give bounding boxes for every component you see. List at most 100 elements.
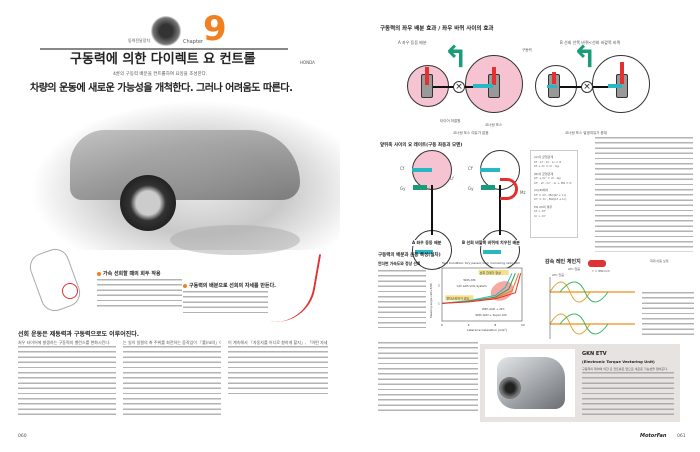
title-tag: HONDA bbox=[300, 60, 315, 65]
label-mz: Mz bbox=[520, 190, 526, 195]
header-rule bbox=[40, 48, 288, 50]
equation-line: Cr' = Cr - Mz/(Lf + Lr) bbox=[534, 197, 567, 201]
diag2-a-caption: A 좌우 등등 배분 bbox=[412, 240, 442, 246]
headline: 차량의 운동에 새로운 가능성을 개척한다. 그러나 어려움도 따른다. bbox=[30, 83, 293, 94]
gkn-title: GKN ETV bbox=[582, 351, 607, 357]
caption-a: 코너링 포스 여유가 없음 bbox=[453, 131, 489, 135]
driving-force-arrow bbox=[425, 67, 429, 85]
annotation-box bbox=[478, 270, 509, 275]
chart-subtitle: 언더펀 가속도와 정상 선회 bbox=[378, 261, 421, 266]
gkn-sidebar: GKN ETV (Electronic Torque Vectoring Uni… bbox=[480, 344, 680, 422]
y-tick-label: 2 bbox=[438, 284, 440, 288]
column-1-text bbox=[18, 346, 116, 416]
caption-1-title: 가속 선회할 때의 회두 작용 bbox=[103, 271, 161, 277]
driving-force-arrow bbox=[620, 62, 624, 84]
gkn-text-first-line: 구동력의 제어에 의한 요 컨트롤은 앞으로 새로운 가능성을 열어준다. bbox=[582, 367, 668, 371]
chart-annotation: 선회 한계가 향상 bbox=[480, 270, 501, 275]
column-3-text bbox=[228, 346, 328, 394]
wheel-highlight-circle bbox=[62, 283, 78, 299]
label-gy-b: Gy bbox=[468, 186, 474, 191]
equation-line: (A)(B)에서 bbox=[534, 188, 549, 192]
car-icon bbox=[588, 260, 606, 267]
chart-title: 구동력의 배분과 운동 특성(실차) bbox=[378, 253, 441, 258]
engine-image bbox=[150, 16, 182, 46]
x-tick-label: 4 bbox=[468, 323, 470, 327]
x-tick-label: 12 bbox=[521, 323, 525, 327]
bullet-icon bbox=[97, 272, 101, 276]
x-tick-label: 8 bbox=[494, 323, 496, 327]
column-3-first-line: 이 계속해서 「자동차를 어디로 향하게 할지」, 「어떤 자세」 bbox=[228, 340, 328, 345]
page-number: 061 bbox=[677, 434, 686, 439]
diag-b-label: B 선회 안쪽 바퀴<선회 바깥쪽 바퀴 bbox=[560, 40, 621, 45]
differential-icon: × bbox=[581, 81, 593, 93]
y-tick-label: 3 bbox=[438, 266, 440, 270]
gkn-unit-flange bbox=[499, 377, 521, 399]
car-road-shadow bbox=[170, 225, 300, 255]
chart-title: Test Condition: Dry paved road, Cornerin… bbox=[441, 261, 520, 265]
y-tick-label: 1 bbox=[438, 301, 440, 305]
label-cf: Cf bbox=[400, 166, 405, 171]
footer-brand: MotorFan bbox=[640, 433, 667, 439]
label-tire-friction: 타이어 마찰원 bbox=[440, 119, 461, 123]
vehicle-axis-b bbox=[499, 185, 501, 235]
cornering-force-arrow bbox=[480, 168, 500, 172]
improvement-region bbox=[490, 281, 514, 301]
label-driving-force: 구동력 bbox=[522, 48, 532, 52]
series-line-3 bbox=[441, 273, 522, 304]
column-2-first-line: 는 일이 일렬의 축 주위를 회전하는 움직임이 「롤(roll)」이고 bbox=[123, 340, 221, 345]
lane-label-atc-on: ATC 있음 bbox=[552, 273, 565, 277]
chart-annotation: 언더스티어가 감소 bbox=[446, 295, 469, 300]
caption-b: 코너링 포스 발생여유가 증대 bbox=[565, 131, 607, 135]
lane-label-max: 최대 이동 보정 bbox=[650, 259, 669, 263]
caption-2-title: 구동력의 배분으로 선회의 자세를 만든다. bbox=[189, 283, 277, 289]
diagram-title: 구동력의 좌우 배분 효과 / 좌우 바퀴 사이의 효과 bbox=[380, 26, 494, 32]
cornering-force-arrow bbox=[483, 250, 501, 254]
equation-line: Cf' · Lf - Cr' · Lr + Mz = 0 bbox=[534, 180, 572, 185]
gy-arrow bbox=[413, 185, 427, 190]
cornering-force-arrow bbox=[608, 84, 622, 88]
chapter-number: 9 bbox=[203, 9, 227, 49]
cornering-force-arrow bbox=[412, 168, 432, 172]
driving-force-arrow bbox=[552, 72, 556, 84]
yaw-moment-arrow bbox=[500, 178, 518, 200]
right-column-text bbox=[595, 137, 693, 252]
vehicle-axis-a bbox=[431, 185, 433, 235]
car-body bbox=[70, 130, 300, 200]
lane-change-title: 감속 레인 체인지 bbox=[545, 259, 581, 265]
cornering-force-arrow bbox=[415, 250, 433, 254]
equation-line: (A)의 균형관계 bbox=[534, 155, 554, 159]
cornering-force-arrow bbox=[473, 84, 493, 88]
lane-change-text bbox=[642, 292, 694, 337]
equation-line: Cr > Cr' bbox=[534, 213, 546, 218]
equation-line: Cf · Lf - Cr · Lr = 0 bbox=[534, 159, 562, 164]
driving-force-arrow bbox=[492, 67, 496, 85]
caption-1-text bbox=[97, 279, 182, 309]
equation-line: Cf > Cf' bbox=[534, 209, 546, 213]
diagram2-title: 앞뒤축 사이의 요 레이트(구동 좌동과 모멘) bbox=[380, 143, 463, 148]
car-trajectory-diagram bbox=[263, 246, 322, 329]
left-page: 동력전달장치 Chapter 9 구동력에 의한 다이렉트 요 컨트롤 HOND… bbox=[18, 9, 340, 439]
differential-icon: × bbox=[453, 81, 465, 93]
subtitle: 4륜의 구동력 배분을 컨트롤하여 요잉을 조성한다. bbox=[113, 72, 208, 77]
page-title: 구동력에 의한 다이렉트 요 컨트롤 bbox=[70, 52, 256, 67]
lane-label-atc-off: ATC 없음 bbox=[568, 267, 581, 271]
lane-change-graphs bbox=[549, 277, 635, 339]
gkn-unit-photo bbox=[485, 349, 575, 417]
y-axis-label: Steering angle ratio δ/δ0 bbox=[429, 283, 433, 318]
series-label: With ACD + Super AYC bbox=[475, 313, 507, 317]
series-label: 동력전달장치 bbox=[128, 38, 151, 43]
yaw-arrow-icon: ↰ bbox=[572, 40, 598, 75]
bottom-paragraph bbox=[378, 342, 478, 414]
cornering-force-arrow bbox=[547, 85, 557, 88]
equation-line: (B)의 균형관계 bbox=[534, 171, 554, 176]
series-label: With ACD + ATC bbox=[482, 307, 505, 311]
yaw-arrow-icon: ↰ bbox=[443, 40, 469, 75]
label-lf: Lf bbox=[450, 176, 454, 181]
column-1-first-line: 처우 타이어에 발생하는 구동력의 밸런스를 변화시킨다. bbox=[18, 340, 111, 345]
column-2-text bbox=[123, 346, 221, 416]
x-tick-label: 0 bbox=[441, 323, 443, 327]
page-number: 060 bbox=[18, 434, 27, 439]
label-cornering-force: 코너링 포스 bbox=[485, 123, 503, 127]
diag2-b-caption: B 선회 바깥쪽 바퀴에 치우친 배분 bbox=[462, 240, 520, 246]
gkn-text bbox=[582, 372, 674, 416]
